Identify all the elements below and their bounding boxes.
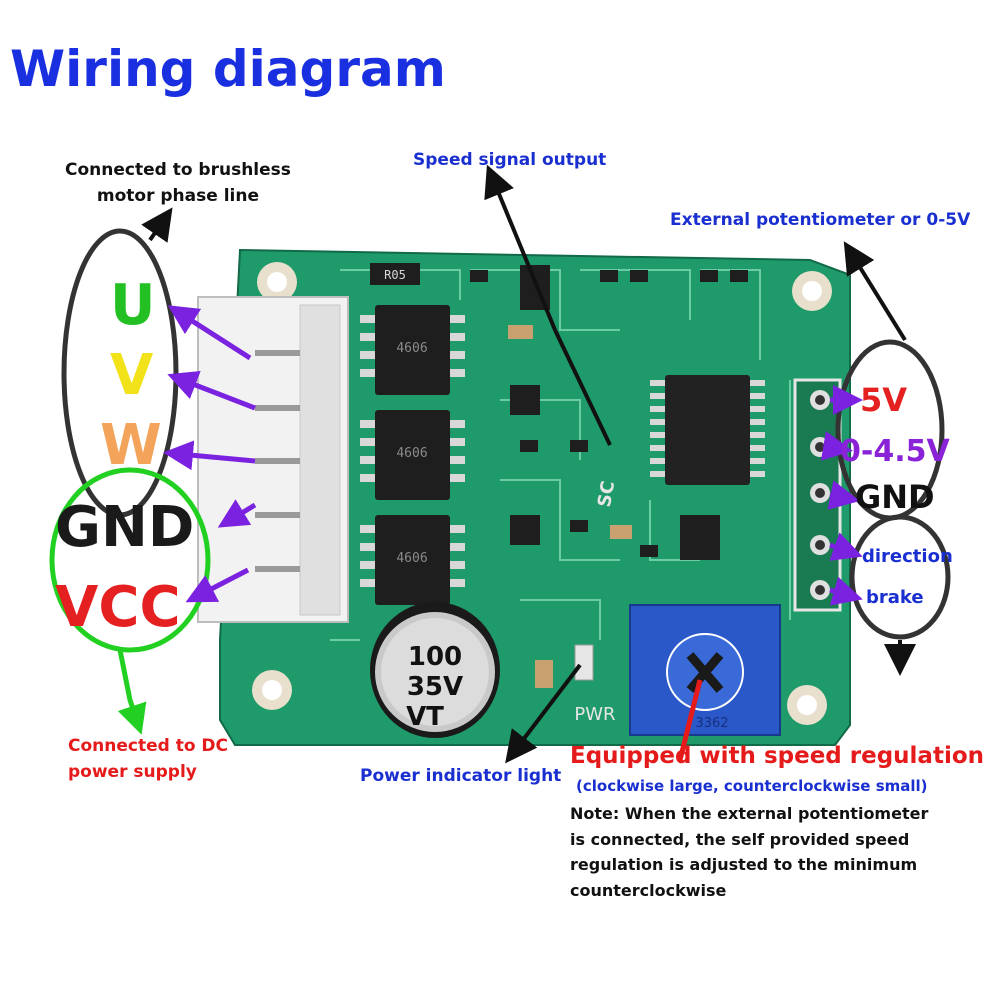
pin-v-label: V: [110, 343, 154, 408]
pwr-silkscreen: PWR: [574, 704, 615, 725]
chip-marking: 4606: [396, 551, 427, 566]
power-ellipse: [49, 467, 211, 653]
pin-brake-label: brake: [866, 587, 924, 608]
power-led: [574, 644, 594, 681]
chip-marking: 4606: [396, 341, 427, 356]
power-light-label: Power indicator light: [360, 766, 562, 786]
shunt-resistor: [370, 263, 420, 285]
arrow-speed-reg: [677, 679, 703, 761]
chip-marking: 4606: [396, 446, 427, 461]
pin-gnd-right-label: GND: [855, 478, 935, 516]
arrow-power-light: [505, 663, 582, 764]
note-text: Note: When the external potentiometer is…: [570, 804, 929, 900]
speed-potentiometer: 3362: [629, 604, 781, 736]
pin-gnd-label: GND: [55, 495, 195, 560]
svg-text:3362: 3362: [695, 716, 728, 731]
control-input-ellipse: [849, 514, 951, 640]
pin-5v-label: 5V: [860, 381, 908, 419]
pin-u-label: U: [110, 273, 156, 338]
arrow-ext-pot: [843, 241, 907, 342]
svg-text:35V: 35V: [407, 672, 463, 702]
svg-text:100: 100: [408, 642, 462, 672]
mosfet-chip-2: 4606: [360, 410, 465, 500]
pin-direction-label: direction: [862, 546, 953, 567]
pcb-board: 4606 4606 4606 R05: [197, 248, 851, 746]
pin-0-4-5v-label: 0-4.5V: [840, 434, 950, 469]
speed-signal-line: [553, 329, 612, 446]
svg-text:VT: VT: [406, 702, 444, 732]
controller-ic: [665, 375, 750, 485]
speed-regulation-label: Equipped with speed regulation: [570, 743, 984, 769]
svg-text:R05: R05: [384, 268, 406, 282]
electrolytic-capacitor: 100 35V VT: [370, 602, 500, 738]
arrow-to-phase-label: [141, 207, 173, 243]
pin-arrows: [163, 305, 863, 606]
mosfet-chip-3: 4606: [360, 515, 465, 605]
pin-vcc-label: VCC: [55, 575, 181, 640]
external-pot-label: External potentiometer or 0-5V: [670, 210, 971, 230]
arrow-speed-signal: [484, 164, 557, 331]
page-title: Wiring diagram: [10, 40, 446, 98]
speed-signal-label: Speed signal output: [413, 150, 607, 170]
mosfet-chip-1: 4606: [360, 305, 465, 395]
arrow-dc-supply: [117, 649, 147, 735]
dc-supply-label: Connected to DC power supply: [68, 736, 229, 783]
motor-phase-label: Connected to brushless motor phase line: [65, 160, 291, 206]
pin-w-label: W: [100, 413, 162, 478]
sc-silkscreen: SC: [594, 479, 619, 508]
speed-regulation-sub: (clockwise large, counterclockwise small…: [576, 777, 928, 795]
